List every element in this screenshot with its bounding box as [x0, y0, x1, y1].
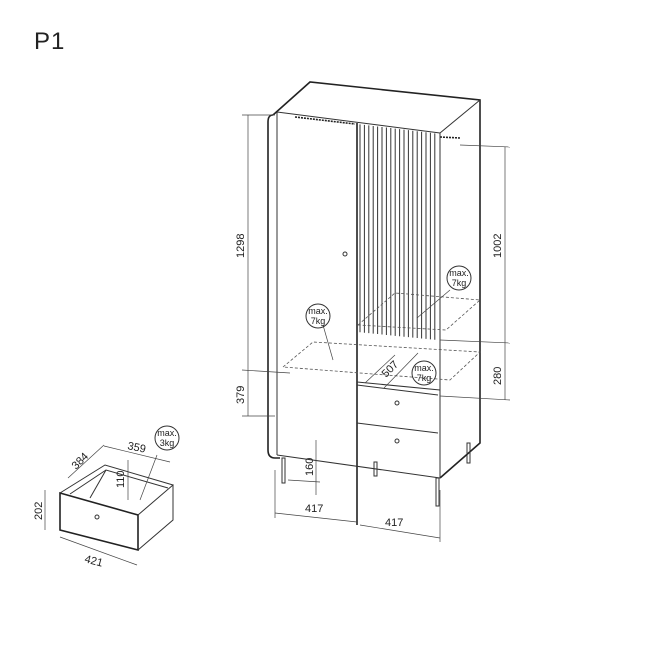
load-badge-upper-shelf: max. 7kg [446, 265, 472, 291]
load-value: 7kg [452, 278, 467, 288]
drawer-dim-202: 202 [33, 502, 45, 520]
load-value: 7kg [417, 373, 432, 383]
load-label: max. [449, 268, 469, 278]
load-label: max. [414, 363, 434, 373]
dim-507: 507 [380, 359, 401, 380]
drawer-dim-359: 359 [126, 440, 146, 456]
dim-417-left: 417 [305, 503, 323, 515]
load-badge-lower-shelf: max. 7kg [411, 360, 437, 386]
drawing-title: P1 [34, 28, 66, 55]
dim-280: 280 [492, 367, 504, 385]
dim-379: 379 [235, 386, 247, 404]
load-value: 7kg [311, 316, 326, 326]
dim-417-right: 417 [385, 517, 403, 529]
drawer-detail [44, 444, 175, 566]
drawer-dim-384: 384 [70, 451, 91, 472]
slat-panel [359, 124, 436, 340]
load-badge-left-shelf: max. 7kg [305, 303, 331, 329]
load-label: max. [157, 428, 177, 438]
dim-1298: 1298 [235, 234, 247, 258]
wardrobe [267, 81, 481, 525]
dim-160: 160 [304, 458, 316, 476]
dimension-lines [241, 114, 511, 542]
drawer-dim-110: 110 [115, 470, 127, 488]
load-value: 3kg [160, 438, 175, 448]
drawer-dim-421: 421 [83, 553, 104, 569]
load-badge-drawer: max. 3kg [154, 425, 180, 451]
load-label: max. [308, 306, 328, 316]
dim-1002: 1002 [492, 234, 504, 258]
